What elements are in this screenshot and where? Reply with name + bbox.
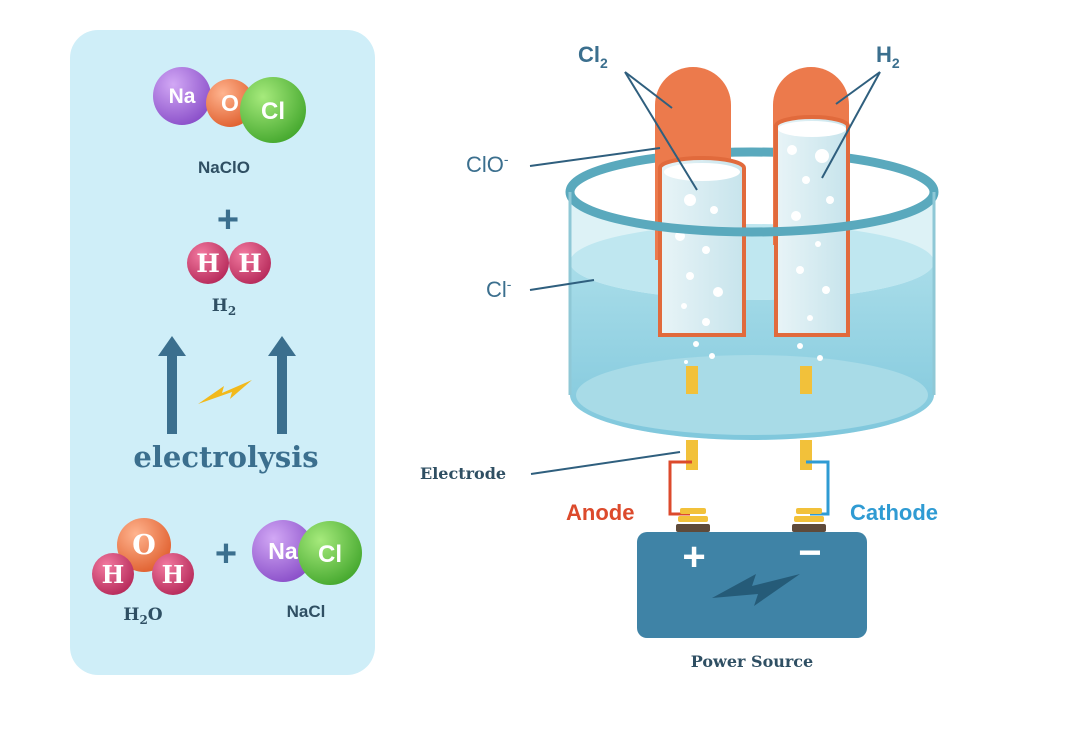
beaker-base xyxy=(576,355,928,435)
nacl-molecule: Na Cl xyxy=(252,520,362,585)
left-panel xyxy=(70,30,375,675)
h2-pointer-1 xyxy=(835,71,881,105)
h-atom xyxy=(152,553,194,595)
h2o-label: H2O xyxy=(123,605,162,627)
battery-lightning-icon xyxy=(712,574,800,606)
reactant-plus-sign: + xyxy=(215,533,237,575)
anode-wire xyxy=(668,460,692,516)
cathode-label: Cathode xyxy=(850,500,938,525)
na-atom xyxy=(252,520,314,582)
beaker-front-rim xyxy=(565,191,939,237)
h2o-molecule: O H H xyxy=(92,518,194,595)
cl-atom xyxy=(240,77,306,143)
power-source-label: Power Source xyxy=(691,652,813,671)
chloride-ion-label: Cl- xyxy=(486,276,512,302)
cathode-terminal xyxy=(800,440,812,470)
na-atom xyxy=(153,67,211,125)
cl2-label: Cl2 xyxy=(578,42,608,71)
electrode-pointer xyxy=(530,451,681,475)
naclo-molecule: Na O Cl xyxy=(153,67,306,143)
nacl-label: NaCl xyxy=(287,602,326,621)
lightning-icon xyxy=(198,380,252,404)
atom-label-cl: Cl xyxy=(261,98,285,125)
h-atom xyxy=(229,242,271,284)
battery-plus: + xyxy=(682,535,705,579)
anode-tube xyxy=(658,156,746,337)
plus-sign: + xyxy=(217,199,239,241)
positive-terminal xyxy=(676,508,710,532)
h2-label: H2 xyxy=(212,296,236,318)
h2-molecule: H H xyxy=(187,242,271,284)
cl2-pointer-1 xyxy=(624,71,673,109)
electrolysis-cell xyxy=(565,67,939,470)
cl2-pointer-2 xyxy=(624,71,698,191)
clo-pointer xyxy=(529,147,661,167)
left-up-arrow xyxy=(158,336,186,434)
h2-gas-label: H2 xyxy=(876,42,900,71)
anode-electrode xyxy=(686,366,698,394)
atom-label-cl: Cl xyxy=(318,541,342,568)
cathode-tube-top xyxy=(778,121,846,137)
electrode-label: Electrode xyxy=(420,464,506,483)
right-up-arrow xyxy=(268,336,296,434)
h-atom xyxy=(187,242,229,284)
battery-minus: − xyxy=(798,531,821,575)
gas-bubbles xyxy=(675,145,834,364)
o-atom xyxy=(117,518,171,572)
negative-terminal xyxy=(792,508,826,532)
hypochlorite-label: ClO- xyxy=(466,151,509,177)
atom-label-na: Na xyxy=(268,538,298,564)
anode-label: Anode xyxy=(566,500,634,525)
atom-label-h: H xyxy=(196,249,220,278)
atom-label-na: Na xyxy=(169,85,196,108)
cathode-electrode xyxy=(800,366,812,394)
h2-pointer-2 xyxy=(821,71,881,179)
atom-label-h: H xyxy=(102,560,125,589)
h-atom xyxy=(92,553,134,595)
anode-tube-top xyxy=(664,163,740,181)
atom-label-o: O xyxy=(221,90,239,116)
electrolysis-label: electrolysis xyxy=(133,440,318,474)
naclo-label: NaClO xyxy=(198,158,250,177)
cl-atom xyxy=(298,521,362,585)
beaker-back-rim xyxy=(565,147,939,193)
anode-terminal xyxy=(686,440,698,470)
atom-label-o: O xyxy=(132,530,156,561)
atom-label-h: H xyxy=(238,249,262,278)
atom-label-h: H xyxy=(162,560,185,589)
cl-ion-pointer xyxy=(529,279,595,291)
